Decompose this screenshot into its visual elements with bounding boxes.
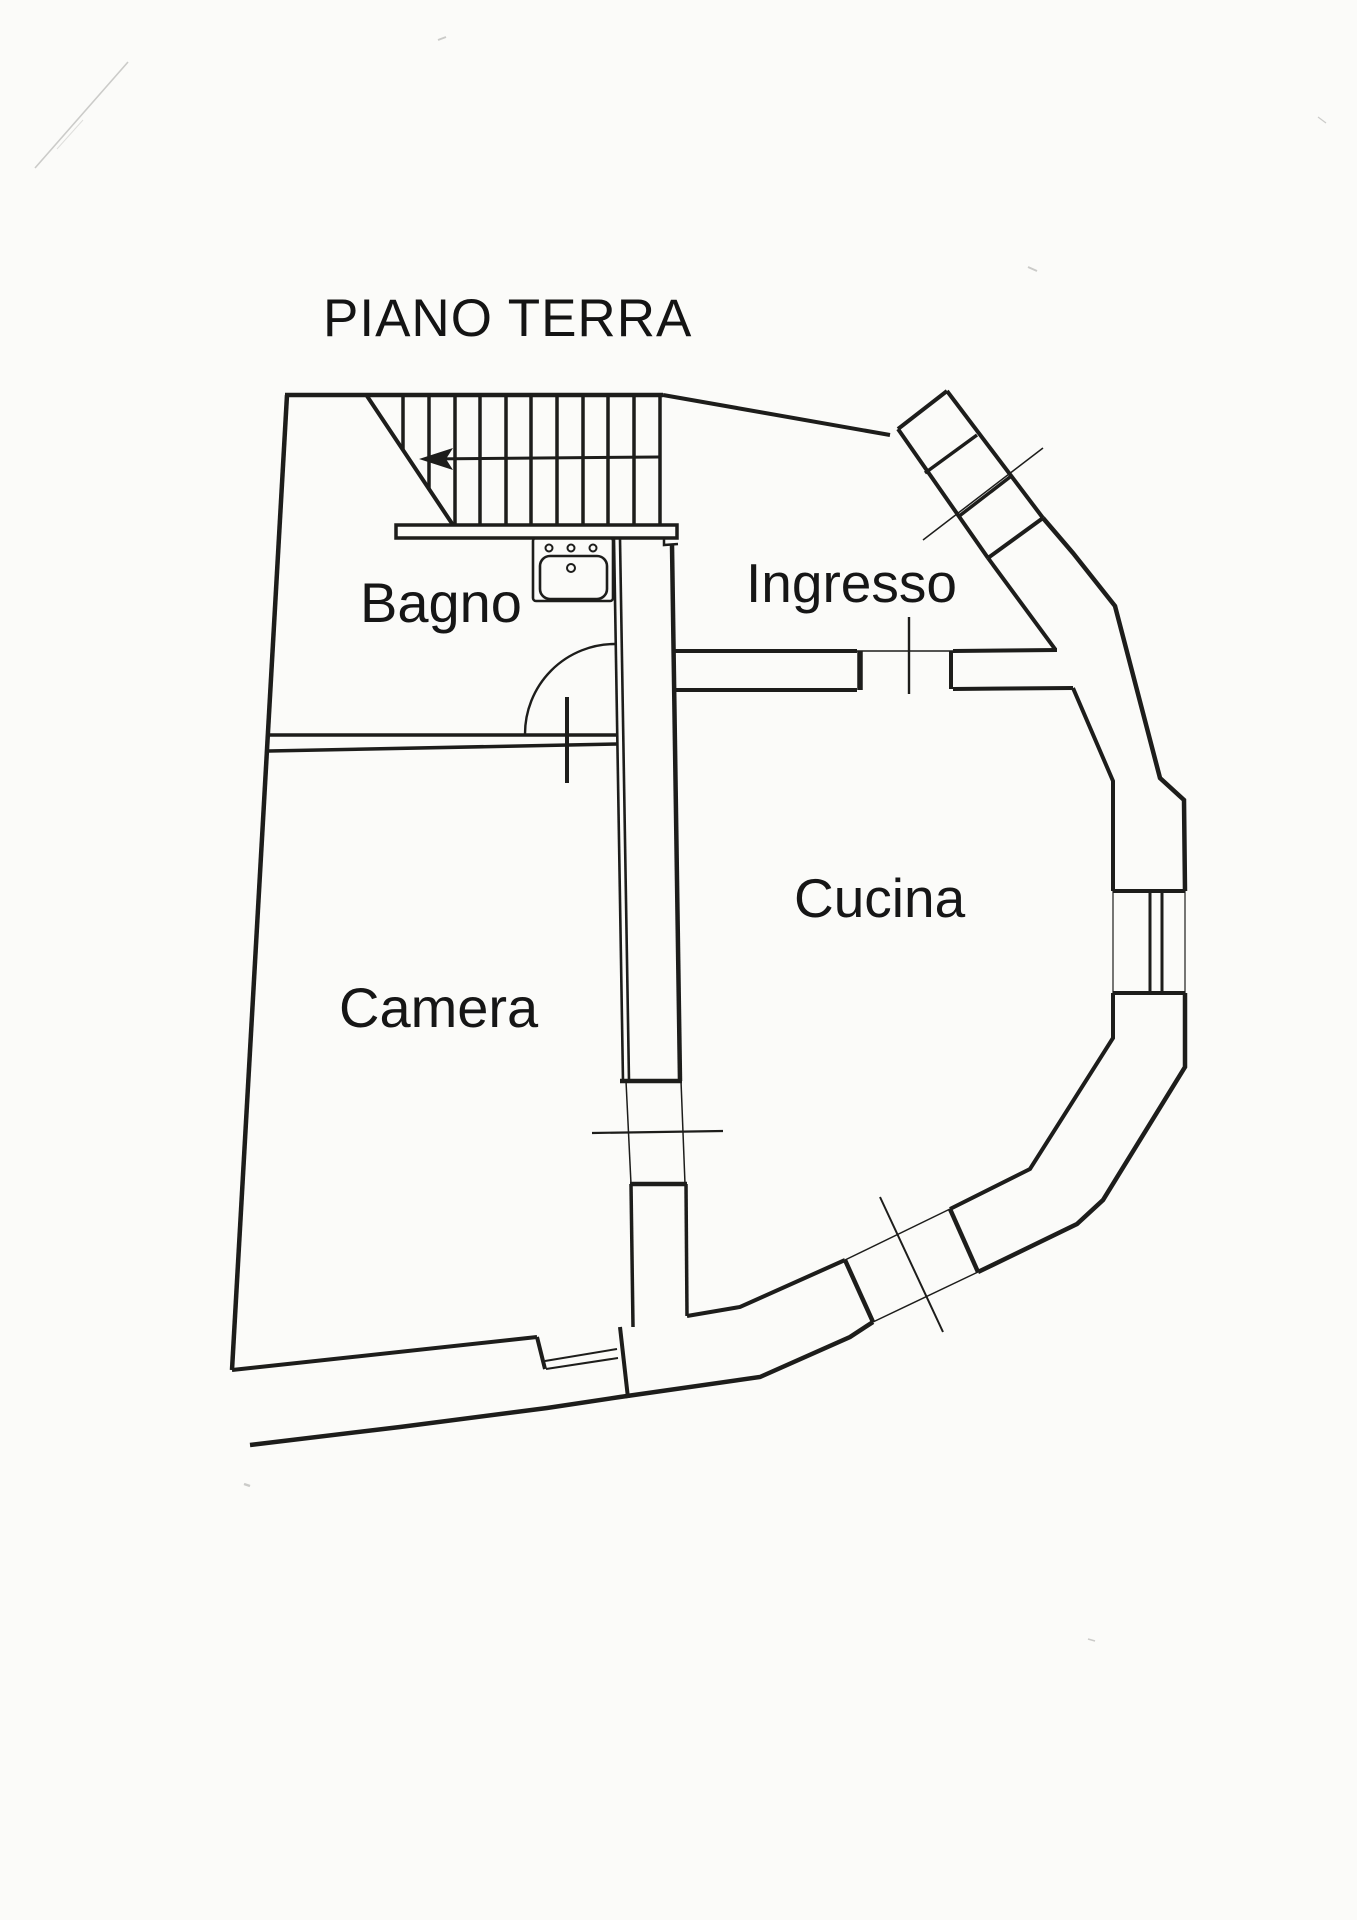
right-wall-outer-upper — [1041, 516, 1188, 892]
room-label-cucina: Cucina — [794, 867, 966, 929]
scan-artifacts — [34, 36, 1327, 1642]
bagno-camera-divider — [268, 642, 619, 783]
corridor-lower-wall-right — [684, 1183, 689, 1317]
exterior-walls — [229, 392, 1188, 1448]
corridor-lower-wall-left — [629, 1183, 635, 1328]
labels: PIANO TERRA Bagno Ingresso Cucina Camera — [323, 289, 966, 1039]
shaft-opening-tick — [591, 1129, 724, 1135]
stair-diagonal — [365, 394, 455, 527]
bottom-outer-wall — [249, 1320, 875, 1448]
cucina-exterior-door-jamb-right — [947, 1208, 981, 1273]
camera-bottom-wall — [231, 1335, 538, 1372]
stair-landing — [394, 523, 679, 540]
bottom-window-glass-line — [545, 1357, 619, 1370]
staircase — [365, 394, 679, 547]
porch-step-line — [923, 433, 979, 475]
room-label-bagno: Bagno — [360, 571, 522, 634]
right-wall-outer-lower — [977, 993, 1188, 1275]
ingresso-cucina-wall — [672, 617, 1074, 694]
room-label-ingresso: Ingresso — [746, 552, 957, 614]
porch-rail-right — [945, 389, 1045, 520]
cucina-top-wall-lower-right — [952, 686, 1074, 691]
floor-title: PIANO TERRA — [323, 289, 692, 348]
bottom-window-jamb-left — [535, 1336, 547, 1370]
cucina-exterior-door-tick — [879, 1196, 944, 1333]
left-wall — [229, 394, 290, 1371]
stair-landing-notch — [662, 538, 679, 547]
stair-arrow-left-icon — [419, 448, 453, 470]
porch-rail-left — [896, 427, 990, 560]
bottom-window-glass-line — [544, 1348, 618, 1362]
bagno-door-arc-icon — [523, 642, 616, 735]
porch-step-line — [956, 475, 1012, 519]
porch-bottom-edge — [986, 516, 1045, 560]
bottom-inner-wall-right — [686, 1258, 846, 1318]
room-label-camera: Camera — [339, 976, 539, 1039]
ingresso-top-wall — [662, 393, 891, 437]
right-wall-inner-lower — [949, 993, 1115, 1211]
right-wall-inner-upper — [986, 556, 1057, 651]
bottom-window-jamb-right — [618, 1326, 630, 1399]
entry-door-swing-line — [922, 447, 1044, 541]
entry-steps-icon — [896, 389, 1045, 560]
bagno-camera-right-wall-outer — [612, 538, 625, 1082]
right-wall-inner-mid — [1071, 687, 1115, 891]
bagno-camera-right-wall-inner — [618, 538, 631, 1082]
porch-top-edge — [896, 389, 949, 431]
bottom-window — [535, 1326, 630, 1399]
cucina-exterior-door-outer-thin — [872, 1271, 979, 1323]
stair-direction-line — [423, 455, 660, 461]
central-shaft-walls — [591, 538, 724, 1328]
sink-icon — [531, 536, 615, 603]
right-window — [1113, 889, 1185, 995]
cucina-top-wall-upper-right — [952, 648, 1058, 653]
ingresso-cucina-left-wall — [669, 544, 683, 1082]
cucina-exterior-door-jamb-left — [842, 1259, 876, 1323]
divider-wall-lower-line — [268, 742, 619, 753]
